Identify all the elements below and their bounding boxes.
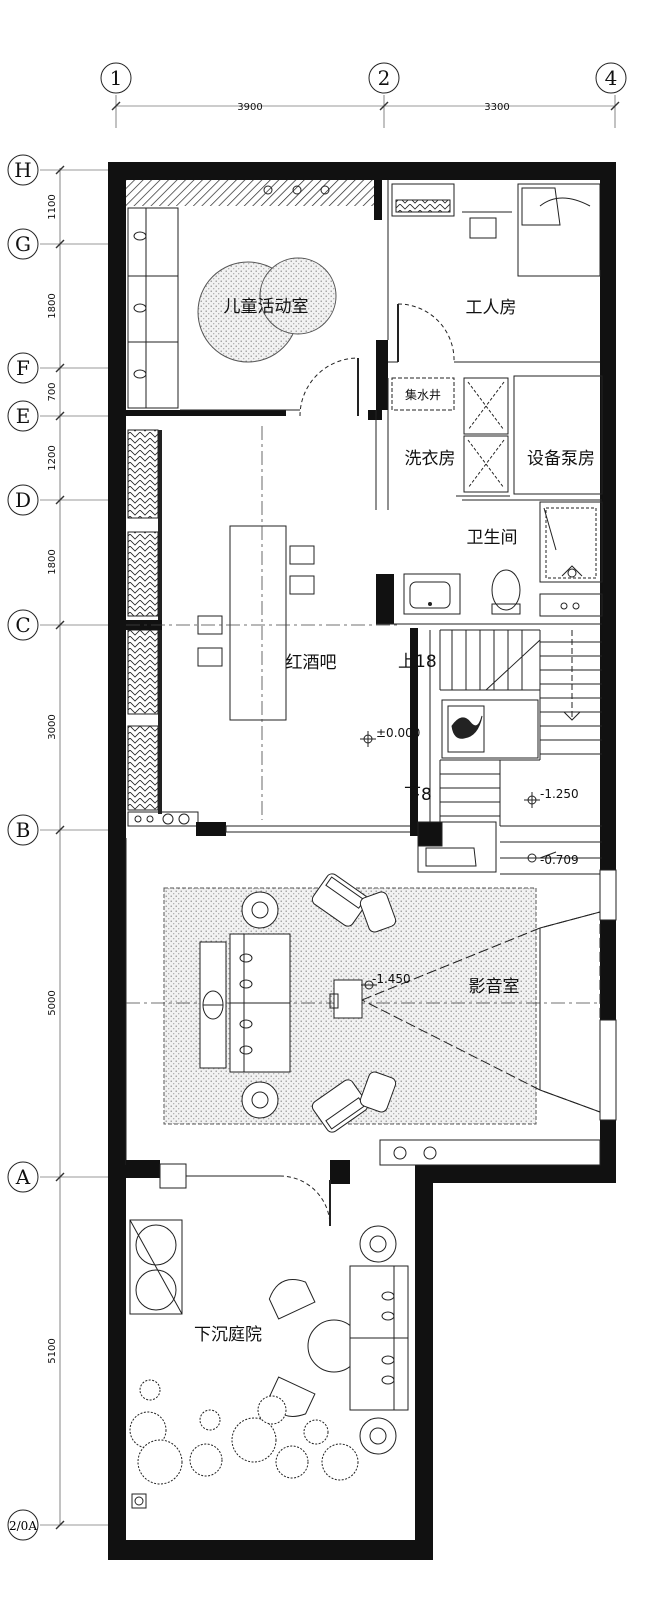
room-label-pump: 设备泵房 bbox=[527, 449, 595, 469]
side-dimensions: 1100 1800 700 1200 1800 3000 5000 5100 bbox=[47, 194, 58, 1363]
room-label-worker: 工人房 bbox=[466, 298, 517, 318]
outer-walls bbox=[108, 162, 616, 1560]
room-label-winebar: 红酒吧 bbox=[286, 653, 337, 673]
kids-room bbox=[126, 180, 382, 420]
svg-text:4: 4 bbox=[605, 66, 618, 90]
bathroom bbox=[376, 499, 603, 625]
row-axis-B: B bbox=[16, 818, 31, 842]
level-marker-2: -0.709 bbox=[540, 853, 579, 867]
svg-text:5100: 5100 bbox=[47, 1338, 58, 1363]
dim-3300: 3300 bbox=[484, 102, 509, 113]
svg-text:2: 2 bbox=[378, 66, 391, 90]
level-marker-3: -1.450 bbox=[372, 972, 411, 986]
dim-3900: 3900 bbox=[237, 102, 262, 113]
svg-text:1800: 1800 bbox=[47, 549, 58, 574]
row-axis-E: E bbox=[16, 404, 31, 428]
grid-lines bbox=[40, 95, 620, 1530]
svg-text:1200: 1200 bbox=[47, 445, 58, 470]
svg-text:3000: 3000 bbox=[47, 714, 58, 739]
svg-text:700: 700 bbox=[47, 382, 58, 401]
stair-up-label: 上18 bbox=[398, 652, 437, 672]
stair-down-label: 下8 bbox=[404, 785, 432, 805]
room-label-sump: 集水井 bbox=[405, 387, 441, 402]
row-axis-A: A bbox=[15, 1165, 31, 1189]
room-label-theater: 影音室 bbox=[469, 977, 520, 997]
worker-room bbox=[376, 180, 616, 410]
row-axis-F: F bbox=[16, 356, 30, 380]
column-axis-1: 1 bbox=[100, 62, 132, 94]
service-rooms bbox=[375, 375, 603, 510]
level-marker-1: -1.250 bbox=[540, 787, 579, 801]
room-label-bath: 卫生间 bbox=[467, 528, 518, 548]
column-axis-2: 2 bbox=[368, 62, 400, 94]
staircase bbox=[410, 628, 602, 875]
svg-text:5000: 5000 bbox=[47, 990, 58, 1015]
row-axis-2-0A: 2/0A bbox=[9, 1519, 37, 1533]
svg-text:1800: 1800 bbox=[47, 293, 58, 318]
theater-room bbox=[125, 838, 617, 1166]
room-label-laundry: 洗衣房 bbox=[405, 449, 456, 469]
column-axis-4: 4 bbox=[595, 62, 627, 94]
room-label-courtyard: 下沉庭院 bbox=[194, 1325, 262, 1345]
room-label-kids: 儿童活动室 bbox=[224, 297, 309, 317]
row-axis-C: C bbox=[15, 613, 30, 637]
svg-text:1100: 1100 bbox=[47, 194, 58, 219]
courtyard-door bbox=[126, 1160, 350, 1227]
svg-text:1: 1 bbox=[110, 66, 123, 90]
row-axis-bubbles bbox=[7, 154, 39, 1541]
wine-bar bbox=[126, 426, 418, 836]
courtyard bbox=[129, 1219, 409, 1509]
row-axis-H: H bbox=[14, 158, 31, 182]
level-marker-0: ±0.000 bbox=[376, 726, 420, 740]
row-axis-D: D bbox=[15, 488, 31, 512]
row-axis-G: G bbox=[15, 232, 31, 256]
